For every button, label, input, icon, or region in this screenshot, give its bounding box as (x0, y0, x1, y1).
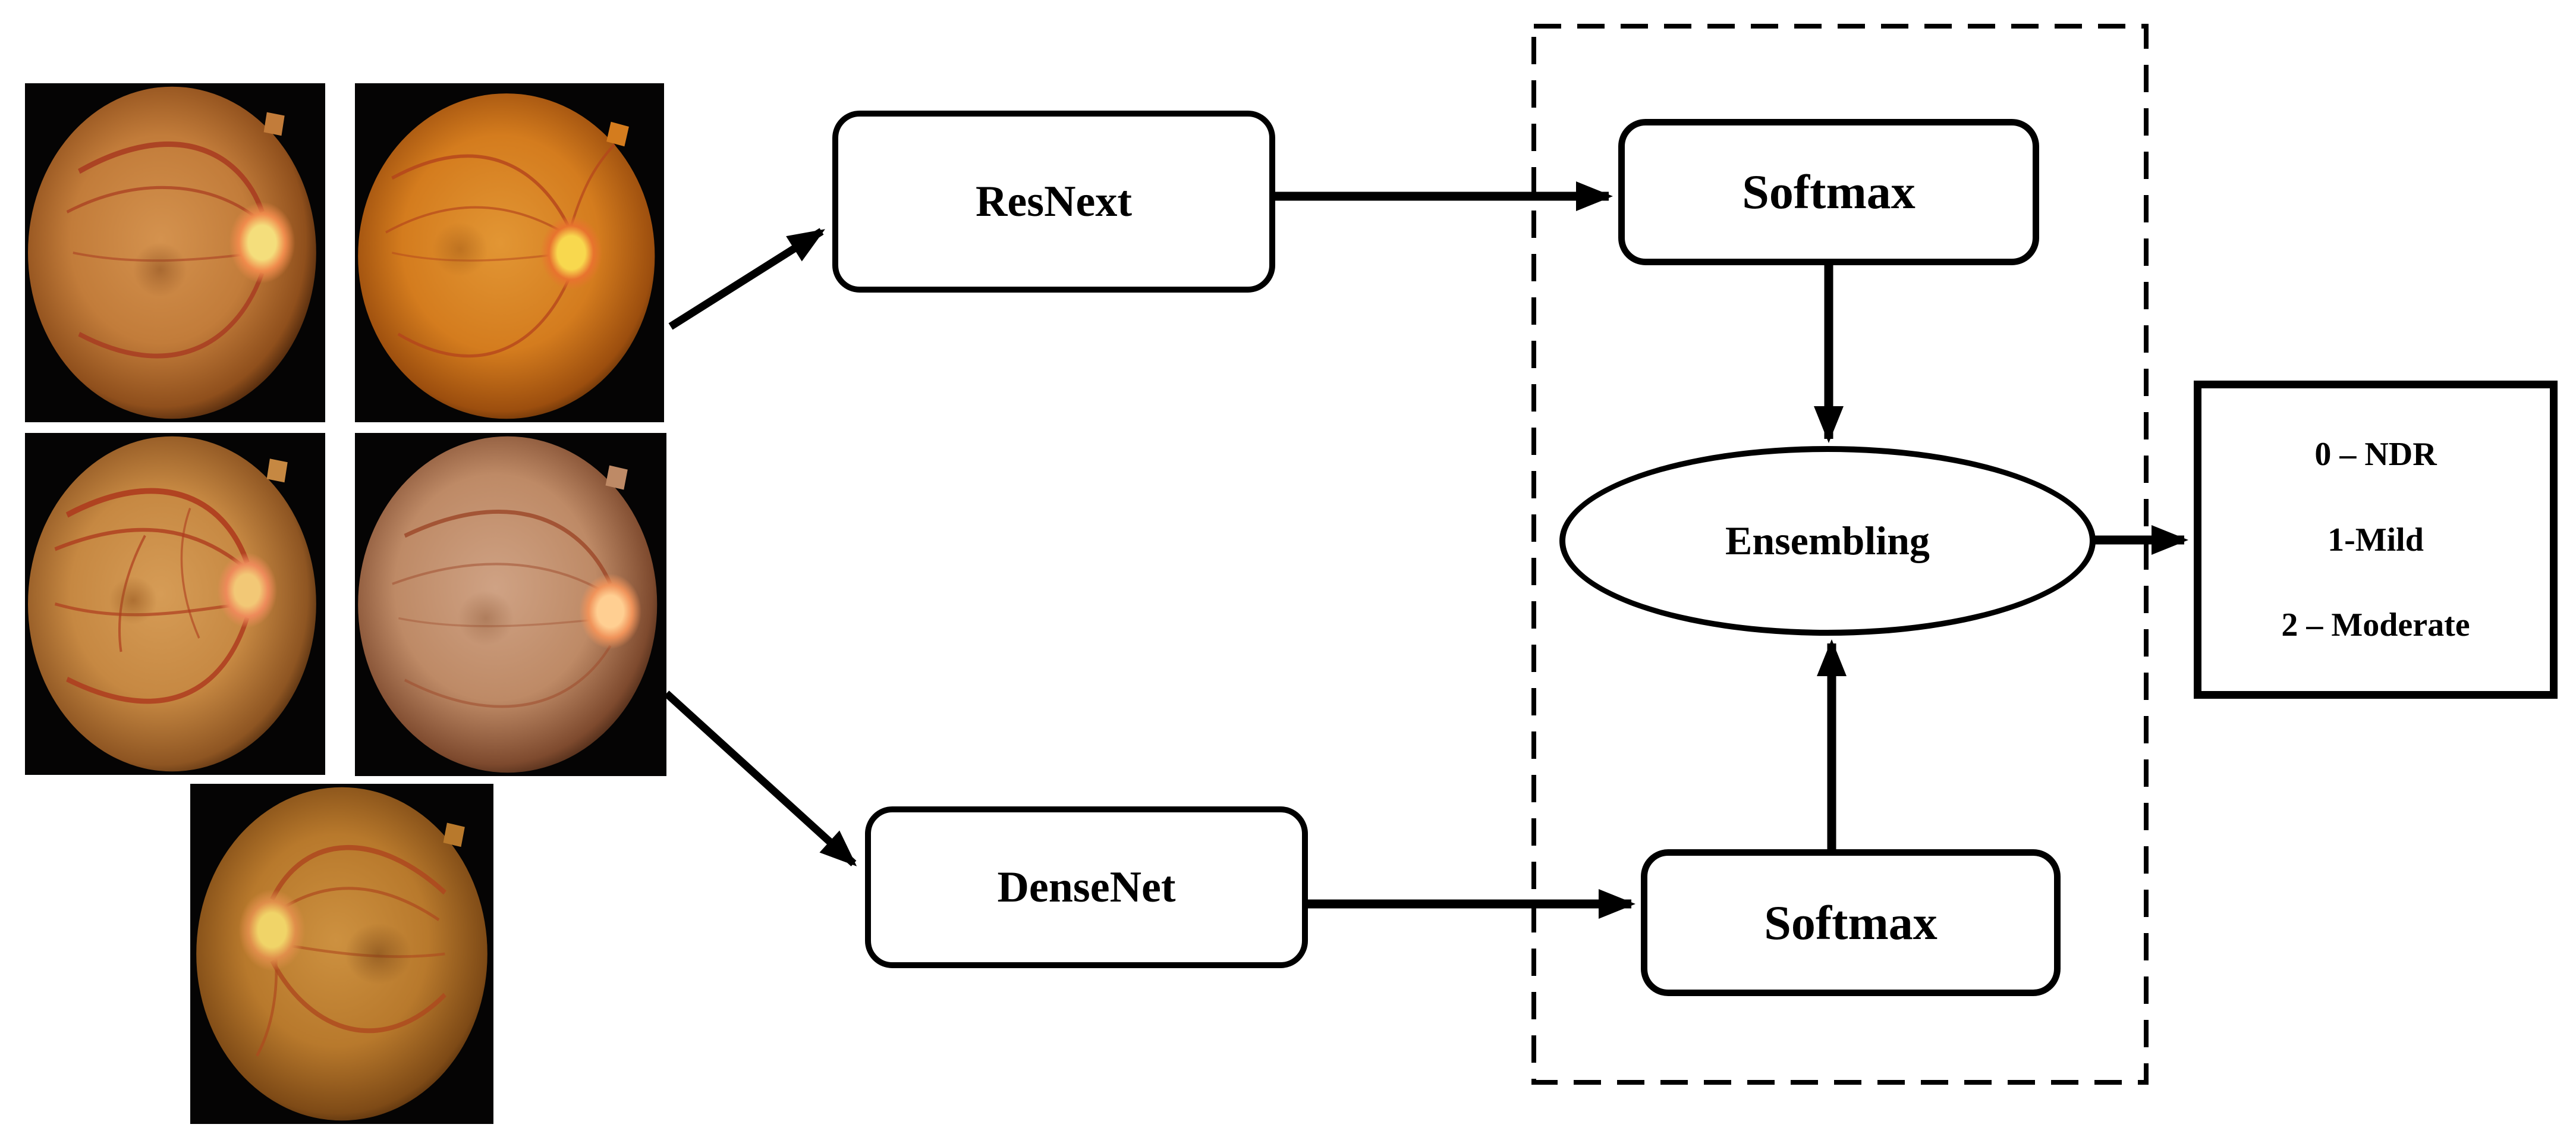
output-class-moderate: 2 – Moderate (2281, 606, 2470, 643)
softmax-top-node: Softmax (1618, 119, 2039, 265)
ensemble-dashed-container (1531, 24, 2149, 1085)
fundus-photo-2-graphic (355, 83, 664, 422)
resnext-node: ResNext (832, 111, 1275, 293)
arrow-images-to-densenet (663, 690, 857, 866)
fundus-photo-2 (355, 83, 664, 422)
softmax-top-label: Softmax (1742, 165, 1916, 219)
ensembling-node: Ensembling (1559, 446, 2096, 636)
resnext-label: ResNext (975, 177, 1132, 226)
densenet-label: DenseNet (997, 862, 1176, 912)
fundus-photo-3-graphic (25, 433, 325, 775)
fundus-photo-5-graphic (190, 784, 493, 1124)
softmax-bottom-label: Softmax (1764, 895, 1937, 950)
fundus-photo-4-graphic (355, 433, 666, 776)
fundus-photo-1 (25, 83, 325, 422)
fundus-photo-1-graphic (25, 83, 325, 422)
densenet-node: DenseNet (865, 806, 1308, 968)
output-class-ndr: 0 – NDR (2314, 436, 2437, 473)
fundus-photo-3 (25, 433, 325, 775)
output-class-mild: 1-Mild (2327, 521, 2424, 558)
fundus-photo-4 (355, 433, 666, 776)
output-classes-box: 0 – NDR 1-Mild 2 – Moderate (2194, 381, 2558, 699)
fundus-photo-5 (190, 784, 493, 1124)
softmax-bottom-node: Softmax (1641, 849, 2061, 996)
arrow-images-to-resnext (668, 228, 825, 330)
ensembling-label: Ensembling (1725, 518, 1930, 563)
